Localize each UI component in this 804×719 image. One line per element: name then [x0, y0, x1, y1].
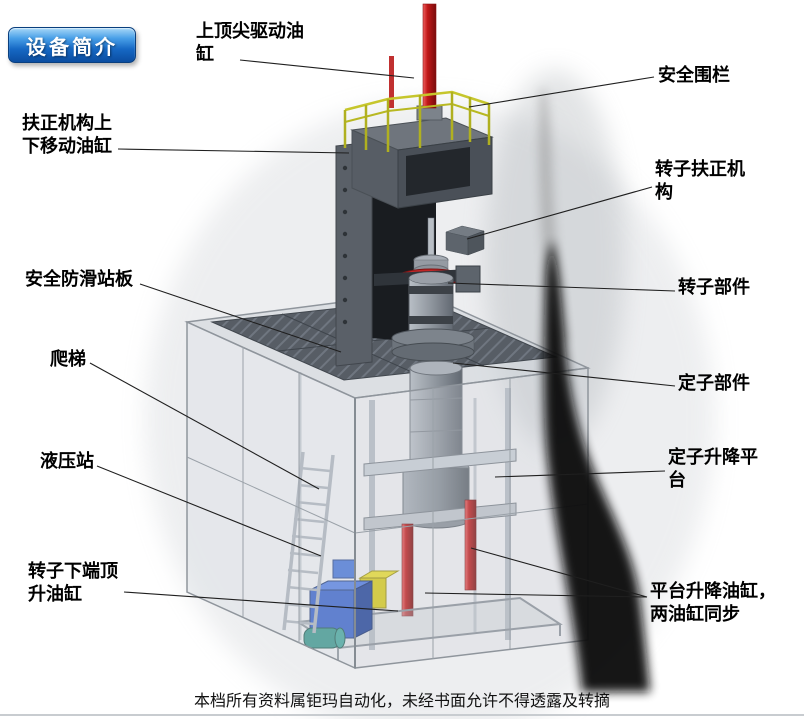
callout-centering-lift-cylinder: 扶正机构上下移动油缸	[22, 113, 112, 157]
callout-rotor-centering-mech: 转子扶正机构	[655, 159, 745, 203]
callout-rotor-bottom-jack: 转子下端顶升油缸	[28, 561, 118, 605]
callout-rotor-part: 转子部件	[678, 277, 750, 297]
title-badge-label: 设备简介	[26, 36, 118, 59]
callout-antislip-platform: 安全防滑站板	[25, 269, 133, 289]
enclosure-glazing	[186, 320, 589, 670]
leader-antislip-platform	[139, 283, 342, 353]
platform-cylinder-left	[401, 523, 414, 617]
leader-rotor-part	[447, 282, 676, 292]
leader-centering-lift-cylinder	[117, 148, 350, 154]
callout-top-drive-cylinder: 上顶尖驱动油缸	[196, 21, 304, 65]
title-badge: 设备简介	[8, 27, 136, 63]
rotor-centering-mechanism	[445, 225, 485, 293]
platform-lift-cylinders	[401, 499, 477, 617]
leader-lines	[89, 59, 676, 612]
leader-ladder	[89, 362, 320, 490]
leader-safety-fence	[468, 76, 655, 108]
callout-platform-lift-cylinders: 平台升降油缸，两油缸同步	[650, 581, 776, 625]
rotor-assembly	[374, 217, 475, 362]
leader-platform-cylinders-b	[470, 547, 648, 598]
leader-stator-part	[452, 362, 676, 387]
callout-hydraulic-station: 液压站	[40, 451, 94, 471]
access-ladder	[282, 451, 335, 634]
callout-stator-lift-platform: 定子升降平台	[668, 447, 758, 491]
bottom-rule	[0, 714, 804, 716]
copyright-note: 本档所有资料属钜玛自动化，未经书面允许不得透露及转摘	[193, 693, 610, 710]
callout-safety-fence: 安全围栏	[658, 65, 730, 85]
leader-rotor-centering-mech	[466, 186, 653, 240]
leader-rotor-bottom-jack	[123, 591, 399, 612]
hydraulic-station-unit	[303, 559, 400, 649]
top-drive-cylinder	[389, 3, 437, 109]
platform-cylinder-right	[464, 499, 477, 591]
leader-stator-lift-platform	[494, 470, 666, 478]
leader-hydraulic-station	[96, 465, 322, 557]
leader-platform-cylinders-a	[424, 592, 648, 598]
safety-fence-railing	[343, 90, 491, 152]
leader-top-drive-cylinder	[239, 59, 415, 79]
smoke-shadow	[538, 88, 650, 692]
callout-stator-part: 定子部件	[678, 373, 750, 393]
callout-ladder: 爬梯	[50, 349, 86, 369]
